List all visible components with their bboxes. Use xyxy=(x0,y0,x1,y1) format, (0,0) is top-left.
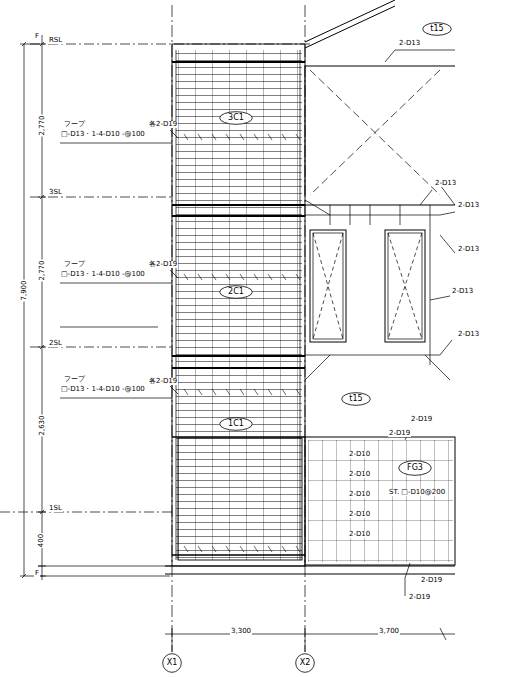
dimension: 3,300 xyxy=(230,628,252,635)
level-label: 3SL xyxy=(48,189,63,196)
hook-stroke xyxy=(184,389,188,395)
hook-stroke xyxy=(268,134,272,140)
column-mark: 1C1 xyxy=(219,417,253,431)
mark-text: t15 xyxy=(349,395,362,403)
hook-stroke xyxy=(254,134,258,140)
mark-text: t15 xyxy=(430,25,443,33)
hook-stroke xyxy=(198,134,202,140)
rebar-callout: 2-D10 xyxy=(348,491,371,498)
thickness-mark: t15 xyxy=(422,22,452,36)
hook-stroke xyxy=(212,546,216,552)
hook-stroke xyxy=(226,274,230,280)
level-mark: F xyxy=(34,33,40,40)
hook-stroke xyxy=(268,546,272,552)
rebar-callout: 2-D10 xyxy=(348,471,371,478)
mark-text: FG3 xyxy=(407,464,423,472)
hook-stroke xyxy=(184,274,188,280)
rebar-callout: 2-D13 xyxy=(398,40,421,47)
hook-stroke xyxy=(268,389,272,395)
rebar-callout: 2-D19 xyxy=(388,430,411,437)
hook-stroke xyxy=(282,389,286,395)
dimension: 2,770 xyxy=(38,114,45,136)
hook-stroke xyxy=(268,274,272,280)
hook-stroke xyxy=(254,546,258,552)
hook-stroke xyxy=(282,274,286,280)
rebar-callout: フープ xyxy=(63,376,86,383)
rebar-callout: ST. □-D10@200 xyxy=(388,489,446,496)
mark-text: 3C1 xyxy=(228,114,244,122)
beam-mark: FG3 xyxy=(398,460,432,476)
dimension: 3,700 xyxy=(378,628,400,635)
rebar-callout: 各2-D19 xyxy=(148,121,178,128)
hook-stroke xyxy=(212,134,216,140)
rebar-callout: □-D13・1-4-D10 -@100 xyxy=(60,131,146,138)
rebar-callout: 2-D10 xyxy=(348,451,371,458)
rebar-callout: 各2-D19 xyxy=(148,261,178,268)
hook-stroke xyxy=(254,274,258,280)
rebar-callout: 各2-D19 xyxy=(148,378,178,385)
rebar-callout: 2-D13 xyxy=(451,288,474,295)
dimension: 7,900 xyxy=(20,279,27,301)
grid-axis: X1 xyxy=(162,653,182,673)
rebar-callout: 2-D19 xyxy=(410,416,433,423)
rebar-callout: □-D13・1-4-D10 -@100 xyxy=(60,271,146,278)
rebar-callout: フープ xyxy=(63,121,86,128)
rebar-callout: フープ xyxy=(63,261,86,268)
hook-stroke xyxy=(240,274,244,280)
hook-stroke xyxy=(296,274,300,280)
hook-stroke xyxy=(296,389,300,395)
hook-stroke xyxy=(282,546,286,552)
level-label: 2SL xyxy=(48,340,63,347)
rebar-callout: 2-D13 xyxy=(457,331,480,338)
rebar-callout: 2-D10 xyxy=(348,511,371,518)
grid-axis: X2 xyxy=(295,653,315,673)
mark-text: 2C1 xyxy=(228,288,244,296)
hook-stroke xyxy=(226,546,230,552)
mark-text: X1 xyxy=(167,659,178,667)
hook-stroke xyxy=(240,389,244,395)
hook-stroke xyxy=(198,546,202,552)
hook-stroke xyxy=(240,546,244,552)
hook-stroke xyxy=(212,389,216,395)
dimension: 2,630 xyxy=(38,414,45,436)
rebar-callout: □-D13・1-4-D10 -@100 xyxy=(60,386,146,393)
hook-stroke xyxy=(212,274,216,280)
dimension: 400 xyxy=(39,532,46,547)
rebar-callout: 2-D10 xyxy=(348,531,371,538)
hook-stroke xyxy=(296,134,300,140)
mark-text: X2 xyxy=(300,659,311,667)
dimension: 2,770 xyxy=(38,259,45,281)
hook-stroke xyxy=(282,134,286,140)
hook-stroke xyxy=(296,546,300,552)
column-mark: 2C1 xyxy=(219,285,253,299)
rebar-callout: 2-D13 xyxy=(457,246,480,253)
level-label: 1SL xyxy=(48,505,63,512)
hook-stroke xyxy=(226,134,230,140)
hook-stroke xyxy=(184,546,188,552)
hook-stroke xyxy=(254,389,258,395)
hook-stroke xyxy=(198,389,202,395)
mark-text: 1C1 xyxy=(228,420,244,428)
hook-stroke xyxy=(198,274,202,280)
hook-stroke xyxy=(240,134,244,140)
hook-stroke xyxy=(184,134,188,140)
rebar-callout: 2-D19 xyxy=(420,577,443,584)
hook-stroke xyxy=(226,389,230,395)
rebar-callout: 2-D13 xyxy=(434,180,457,187)
level-label: RSL xyxy=(48,37,63,44)
rebar-callout: 2-D19 xyxy=(408,594,431,601)
column-mark: 3C1 xyxy=(219,111,253,125)
level-mark: F xyxy=(34,570,40,577)
rebar-callout: 2-D13 xyxy=(457,202,480,209)
thickness-mark: t15 xyxy=(341,392,371,406)
